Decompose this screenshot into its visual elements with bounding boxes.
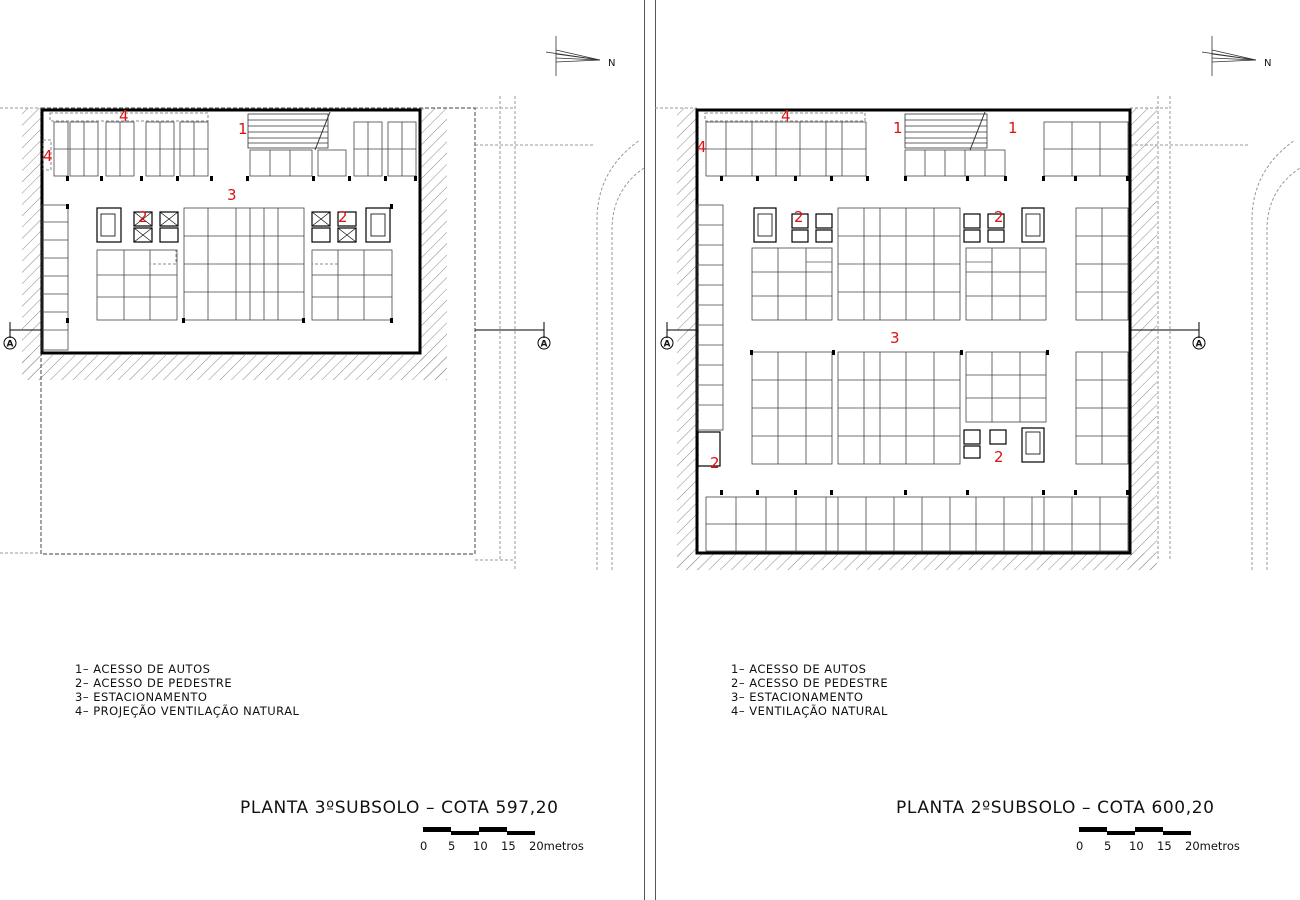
pedestrian-core-east <box>311 207 391 243</box>
north-label: N <box>608 58 615 69</box>
structural-pillars <box>66 176 417 323</box>
label-pedestre-c: 2 <box>994 448 1004 466</box>
ventilation-shaft-top <box>49 112 209 122</box>
north-label-2: N <box>1264 58 1271 69</box>
label-pedestre-a: 2 <box>794 208 804 226</box>
shaft-west <box>149 249 177 265</box>
section-line-a-2 <box>660 322 1206 350</box>
legend-item: 4– PROJEÇÃO VENTILAÇÃO NATURAL <box>75 704 300 718</box>
slab-outline-2 <box>695 108 1132 555</box>
scale-tick-20-2: 20metros <box>1185 839 1240 853</box>
plan-2-subsolo: A A N 1 1 2 2 2 2 3 4 4 <box>655 36 1300 570</box>
scale-tick-15-2: 15 <box>1157 839 1172 853</box>
legend-item: 1– ACESSO DE AUTOS <box>75 662 211 676</box>
site-boundary-lines <box>0 96 645 570</box>
label-acesso-autos: 1 <box>238 120 248 138</box>
ventilation-shaft-top-2 <box>704 112 866 122</box>
scale-tick-10: 10 <box>473 839 488 853</box>
parking-bays-top <box>53 121 417 177</box>
retaining-wall-east-2 <box>1130 108 1157 570</box>
slab-outline <box>40 108 422 355</box>
legend-item: 2– ACESSO DE PEDESTRE <box>75 676 233 690</box>
parking-bays-west-2 <box>696 204 724 431</box>
legend-left: 1– ACESSO DE AUTOS 2– ACESSO DE PEDESTRE… <box>75 662 299 718</box>
retaining-wall-south <box>22 355 447 380</box>
label-estacionamento-2: 3 <box>890 329 900 347</box>
legend-item: 4– VENTILAÇÃO NATURAL <box>731 704 888 718</box>
shaft-east-2 <box>965 247 993 263</box>
plan-title-left: PLANTA 3ºSUBSOLO – COTA 597,20 <box>240 798 559 818</box>
legend-item: 1– ACESSO DE AUTOS <box>731 662 867 676</box>
legend-right: 1– ACESSO DE AUTOS 2– ACESSO DE PEDESTRE… <box>731 662 888 718</box>
plan-title-right: PLANTA 2ºSUBSOLO – COTA 600,20 <box>896 798 1215 818</box>
pedestrian-core-west <box>96 207 179 243</box>
label-acesso-autos-a: 1 <box>893 119 903 137</box>
structural-pillars-2 <box>720 176 1129 495</box>
label-ventilacao-side: 4 <box>43 147 53 165</box>
label-ventilacao-top-2: 4 <box>781 107 791 125</box>
label-acesso-pedestre-east: 2 <box>338 208 348 226</box>
legend-item: 3– ESTACIONAMENTO <box>75 690 208 704</box>
parking-bays-west <box>41 204 69 351</box>
scale-tick-10-2: 10 <box>1129 839 1144 853</box>
section-a-left-label: A <box>7 340 14 350</box>
vehicle-ramp-2 <box>904 111 988 151</box>
scale-bar-left: 0 5 10 15 20metros <box>420 827 584 853</box>
north-arrow-icon <box>545 36 601 76</box>
label-ventilacao-top: 4 <box>119 107 129 125</box>
shaft-east <box>311 249 339 265</box>
retaining-wall-east <box>420 108 447 380</box>
scale-tick-20: 20metros <box>529 839 584 853</box>
section-a-left-label-2: A <box>664 340 671 350</box>
section-line-a <box>3 322 551 350</box>
label-pedestre-b: 2 <box>994 208 1004 226</box>
retaining-wall-south-2 <box>677 553 1157 570</box>
label-pedestre-d: 2 <box>710 454 720 472</box>
retaining-wall-west-2 <box>677 108 699 570</box>
parking-bays-top-2 <box>705 121 1129 177</box>
section-a-right-label-2: A <box>1196 340 1203 350</box>
label-estacionamento: 3 <box>227 186 237 204</box>
legend-item: 2– ACESSO DE PEDESTRE <box>731 676 889 690</box>
scale-tick-5: 5 <box>448 839 455 853</box>
sheet-border-left <box>644 0 645 900</box>
vehicle-ramp <box>247 111 331 151</box>
sheet-border-right <box>655 0 656 900</box>
scale-tick-0: 0 <box>420 839 427 853</box>
parking-bays-central <box>96 207 393 321</box>
parking-bays-central-2 <box>705 207 1129 552</box>
scale-tick-5-2: 5 <box>1104 839 1111 853</box>
scale-tick-15: 15 <box>501 839 516 853</box>
scale-tick-0-2: 0 <box>1076 839 1083 853</box>
scale-bar-right: 0 5 10 15 20metros <box>1076 827 1240 853</box>
section-a-right-label: A <box>541 340 548 350</box>
north-arrow-icon-2 <box>1201 36 1257 76</box>
ventilation-shaft-side <box>42 139 52 171</box>
shaft-west-2 <box>805 247 833 263</box>
plan-3-subsolo: A A N 1 2 2 3 4 4 <box>0 36 645 570</box>
retaining-wall-west <box>22 108 42 380</box>
label-acesso-pedestre-west: 2 <box>138 208 148 226</box>
pedestrian-cores-2 <box>697 207 1045 467</box>
legend-item: 3– ESTACIONAMENTO <box>731 690 864 704</box>
label-ventilacao-side-2: 4 <box>697 138 707 156</box>
label-acesso-autos-b: 1 <box>1008 119 1018 137</box>
